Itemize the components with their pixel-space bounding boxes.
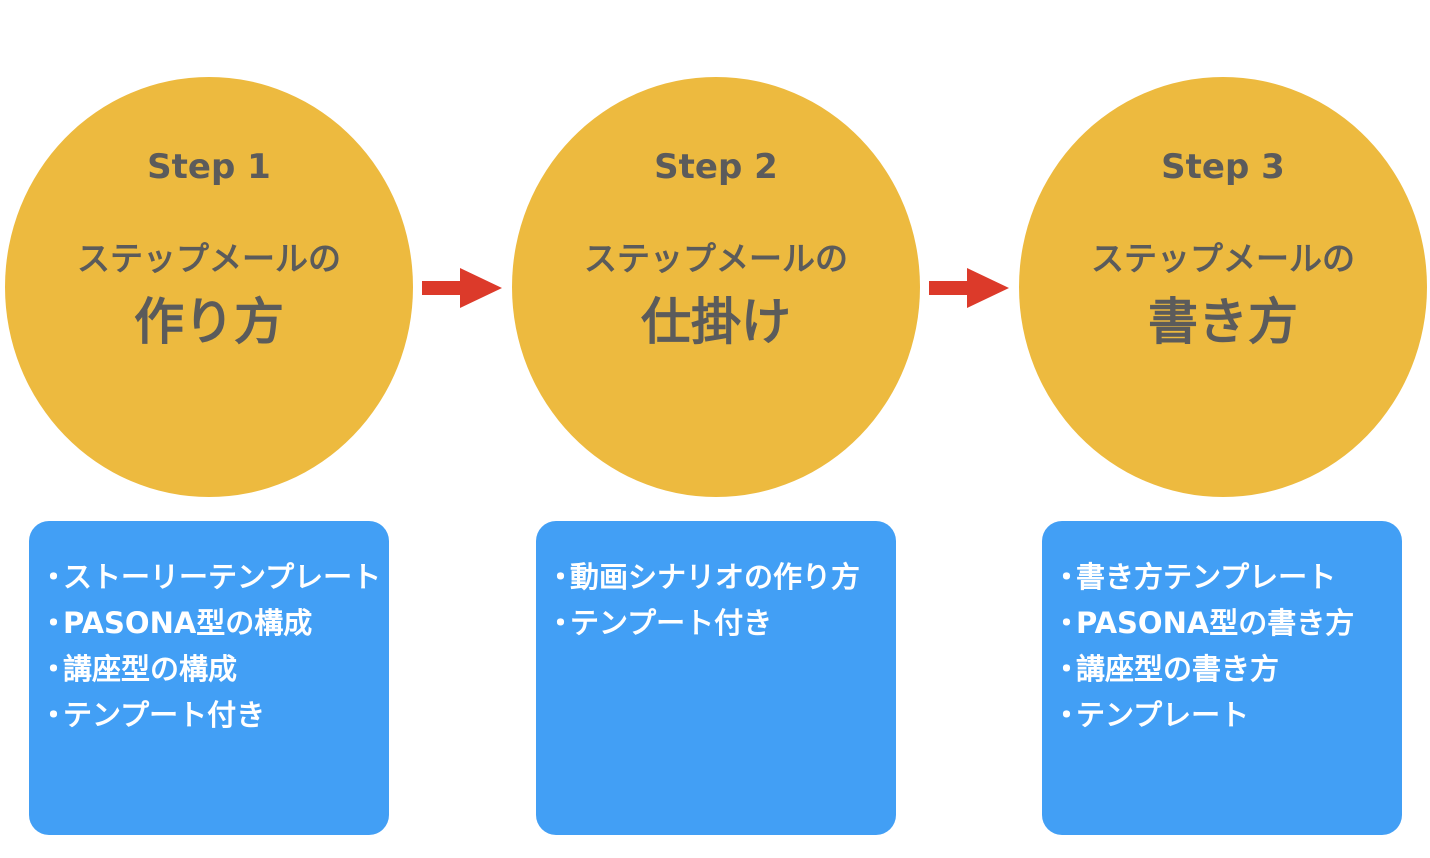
step-1-list: ・ストーリーテンプレート ・PASONA型の構成 ・講座型の構成 ・テンプート付… [29, 521, 389, 743]
step-3-list: ・書き方テンプレート ・PASONA型の書き方 ・講座型の書き方 ・テンプレート [1042, 521, 1402, 743]
list-item: ・PASONA型の書き方 [1052, 605, 1402, 651]
list-item-text: 動画シナリオの作り方 [570, 560, 861, 594]
bullet: ・ [39, 698, 69, 732]
bullet: ・ [546, 560, 576, 594]
step-2-title: 仕掛け [641, 293, 791, 351]
bullet: ・ [1052, 560, 1082, 594]
bullet: ・ [1052, 606, 1082, 640]
step-2-circle: Step 2 ステップメールの 仕掛け [512, 77, 920, 497]
list-item: ・ストーリーテンプレート [39, 559, 389, 605]
step-1-details-box: ・ストーリーテンプレート ・PASONA型の構成 ・講座型の構成 ・テンプート付… [29, 521, 389, 835]
bullet: ・ [39, 606, 69, 640]
step-2-list: ・動画シナリオの作り方 ・テンプート付き [536, 521, 896, 651]
list-item: ・書き方テンプレート [1052, 559, 1402, 605]
bullet: ・ [1052, 652, 1082, 686]
list-item-text: テンプレート [1076, 698, 1250, 732]
list-item-text: 講座型の構成 [63, 652, 238, 686]
list-item-text: 書き方テンプレート [1076, 560, 1337, 594]
list-item-text: テンプート付き [570, 606, 773, 640]
list-item-text: ストーリーテンプレート [63, 560, 382, 594]
step-1-title: 作り方 [134, 293, 284, 351]
list-item: ・動画シナリオの作り方 [546, 559, 896, 605]
list-item-text: PASONA型の構成 [63, 606, 313, 640]
bullet: ・ [1052, 698, 1082, 732]
step-2-details-box: ・動画シナリオの作り方 ・テンプート付き [536, 521, 896, 835]
list-item: ・講座型の構成 [39, 651, 389, 697]
list-item-text: 講座型の書き方 [1076, 652, 1280, 686]
bullet: ・ [39, 652, 69, 686]
list-item-text: PASONA型の書き方 [1076, 606, 1355, 640]
step-1-circle: Step 1 ステップメールの 作り方 [5, 77, 413, 497]
arrow-right-icon [929, 268, 1009, 308]
step-1-label: Step 1 [147, 147, 271, 187]
list-item: ・講座型の書き方 [1052, 651, 1402, 697]
list-item: ・テンプート付き [546, 605, 896, 651]
step-2-subtitle: ステップメールの [584, 239, 848, 278]
list-item: ・PASONA型の構成 [39, 605, 389, 651]
step-1-subtitle: ステップメールの [77, 239, 341, 278]
list-item: ・テンプレート [1052, 697, 1402, 743]
list-item: ・テンプート付き [39, 697, 389, 743]
bullet: ・ [546, 606, 576, 640]
step-3-details-box: ・書き方テンプレート ・PASONA型の書き方 ・講座型の書き方 ・テンプレート [1042, 521, 1402, 835]
list-item-text: テンプート付き [63, 698, 266, 732]
step-3-title: 書き方 [1148, 293, 1298, 351]
step-3-subtitle: ステップメールの [1091, 239, 1355, 278]
arrow-right-icon [422, 268, 502, 308]
step-2-label: Step 2 [654, 147, 778, 187]
step-3-label: Step 3 [1161, 147, 1285, 187]
step-3-circle: Step 3 ステップメールの 書き方 [1019, 77, 1427, 497]
bullet: ・ [39, 560, 69, 594]
